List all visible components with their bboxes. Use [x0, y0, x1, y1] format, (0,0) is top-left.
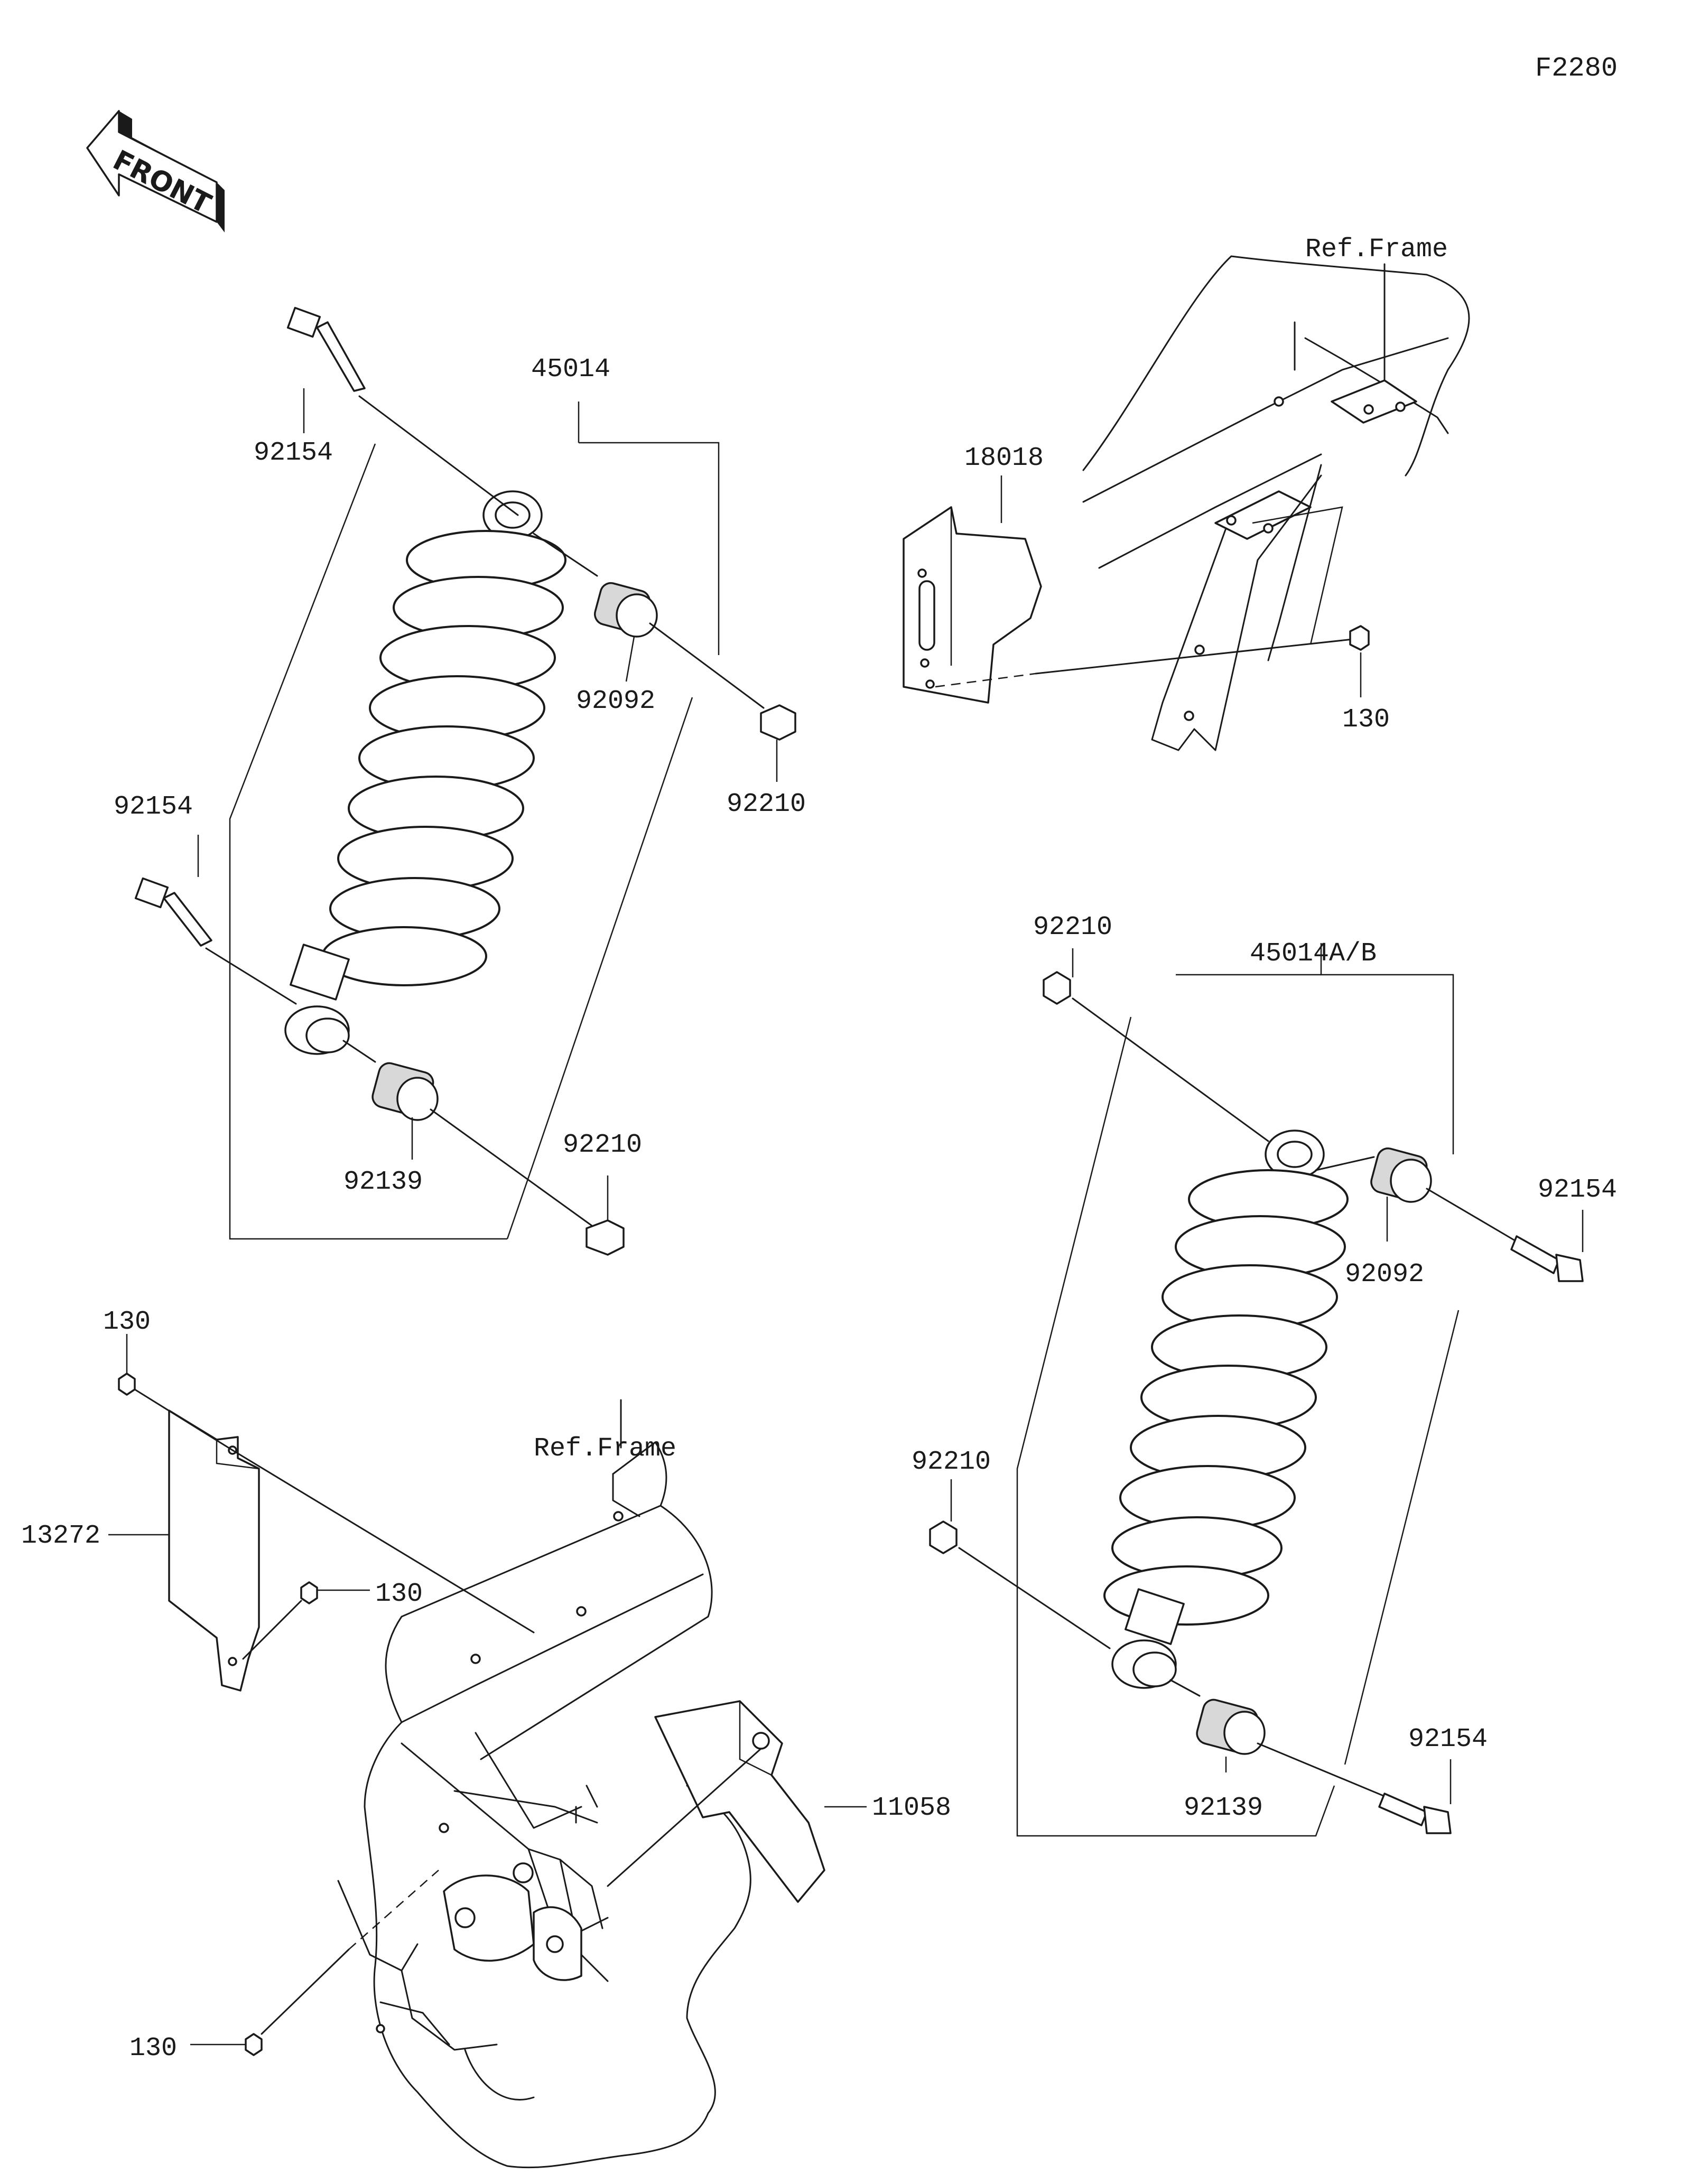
label-92210-lower-left: 92210: [563, 1130, 642, 1160]
front-arrow-icon: FRONT: [86, 110, 225, 232]
label-92139-left: 92139: [343, 1167, 423, 1197]
bolt-92154-top-left: [286, 306, 519, 516]
spring-coil-right: [1103, 1169, 1349, 1626]
bolt-92154-mid-left: [134, 877, 297, 1005]
label-92210-upper-left: 92210: [727, 789, 806, 819]
bolt-92154-right-upper: [1510, 1210, 1584, 1282]
nut-92210-upper-left: [760, 704, 796, 741]
cover-18018: [903, 475, 1354, 704]
label-92210-top-right: 92210: [1033, 912, 1112, 942]
diagram-code: F2280: [1535, 53, 1618, 84]
label-92139-right: 92139: [1184, 1793, 1263, 1823]
label-92092-right: 92092: [1345, 1259, 1424, 1290]
label-130-lower-left-bottom: 130: [129, 2033, 177, 2064]
label-130-lower-left-mid: 130: [375, 1579, 423, 1609]
frame-lower-left: [337, 1399, 751, 2169]
bushing-92139-right: [1169, 1679, 1386, 1797]
label-92092-left: 92092: [576, 686, 655, 716]
label-92154-right-upper: 92154: [1538, 1175, 1617, 1205]
bolt-130-lower-left-mid: [242, 1581, 370, 1660]
label-92154-top-left: 92154: [254, 438, 333, 468]
label-130-upper-right: 130: [1342, 705, 1390, 735]
collar-92092-left: [533, 533, 765, 709]
bolt-92154-right-lower: [1378, 1759, 1452, 1834]
guard-11058: [607, 1700, 867, 1903]
frame-upper-right: [1082, 255, 1470, 751]
ref-frame-label-lower: Ref.Frame: [534, 1434, 676, 1464]
label-92154-mid-left: 92154: [114, 792, 193, 822]
bolt-130-lower-left-top: [118, 1334, 535, 1634]
bushing-92139-left: [342, 1040, 593, 1227]
label-92210-mid-right: 92210: [912, 1447, 991, 1477]
label-11058: 11058: [872, 1793, 951, 1823]
label-45014: 45014: [531, 354, 610, 385]
collar-92092-right: [1315, 1147, 1518, 1243]
label-13272: 13272: [21, 1521, 100, 1551]
nut-92210-top-right: [1043, 971, 1269, 1142]
label-130-lower-left-top: 130: [103, 1307, 151, 1337]
bolt-130-lower-left-bottom: [190, 1870, 439, 2056]
nut-92210-mid-right: [929, 1479, 1111, 1649]
label-18018: 18018: [964, 443, 1044, 473]
label-45014ab: 45014A/B: [1250, 939, 1377, 969]
shock-absorber-right: [929, 943, 1584, 1837]
ref-frame-label-upper: Ref.Frame: [1305, 235, 1448, 265]
nut-92210-lower-left: [586, 1219, 625, 1256]
shock-absorber-left: [134, 306, 796, 1256]
spring-coil-left: [321, 530, 566, 986]
label-92154-right-lower: 92154: [1408, 1724, 1488, 1754]
bolt-130-upper-right: [1349, 625, 1370, 697]
